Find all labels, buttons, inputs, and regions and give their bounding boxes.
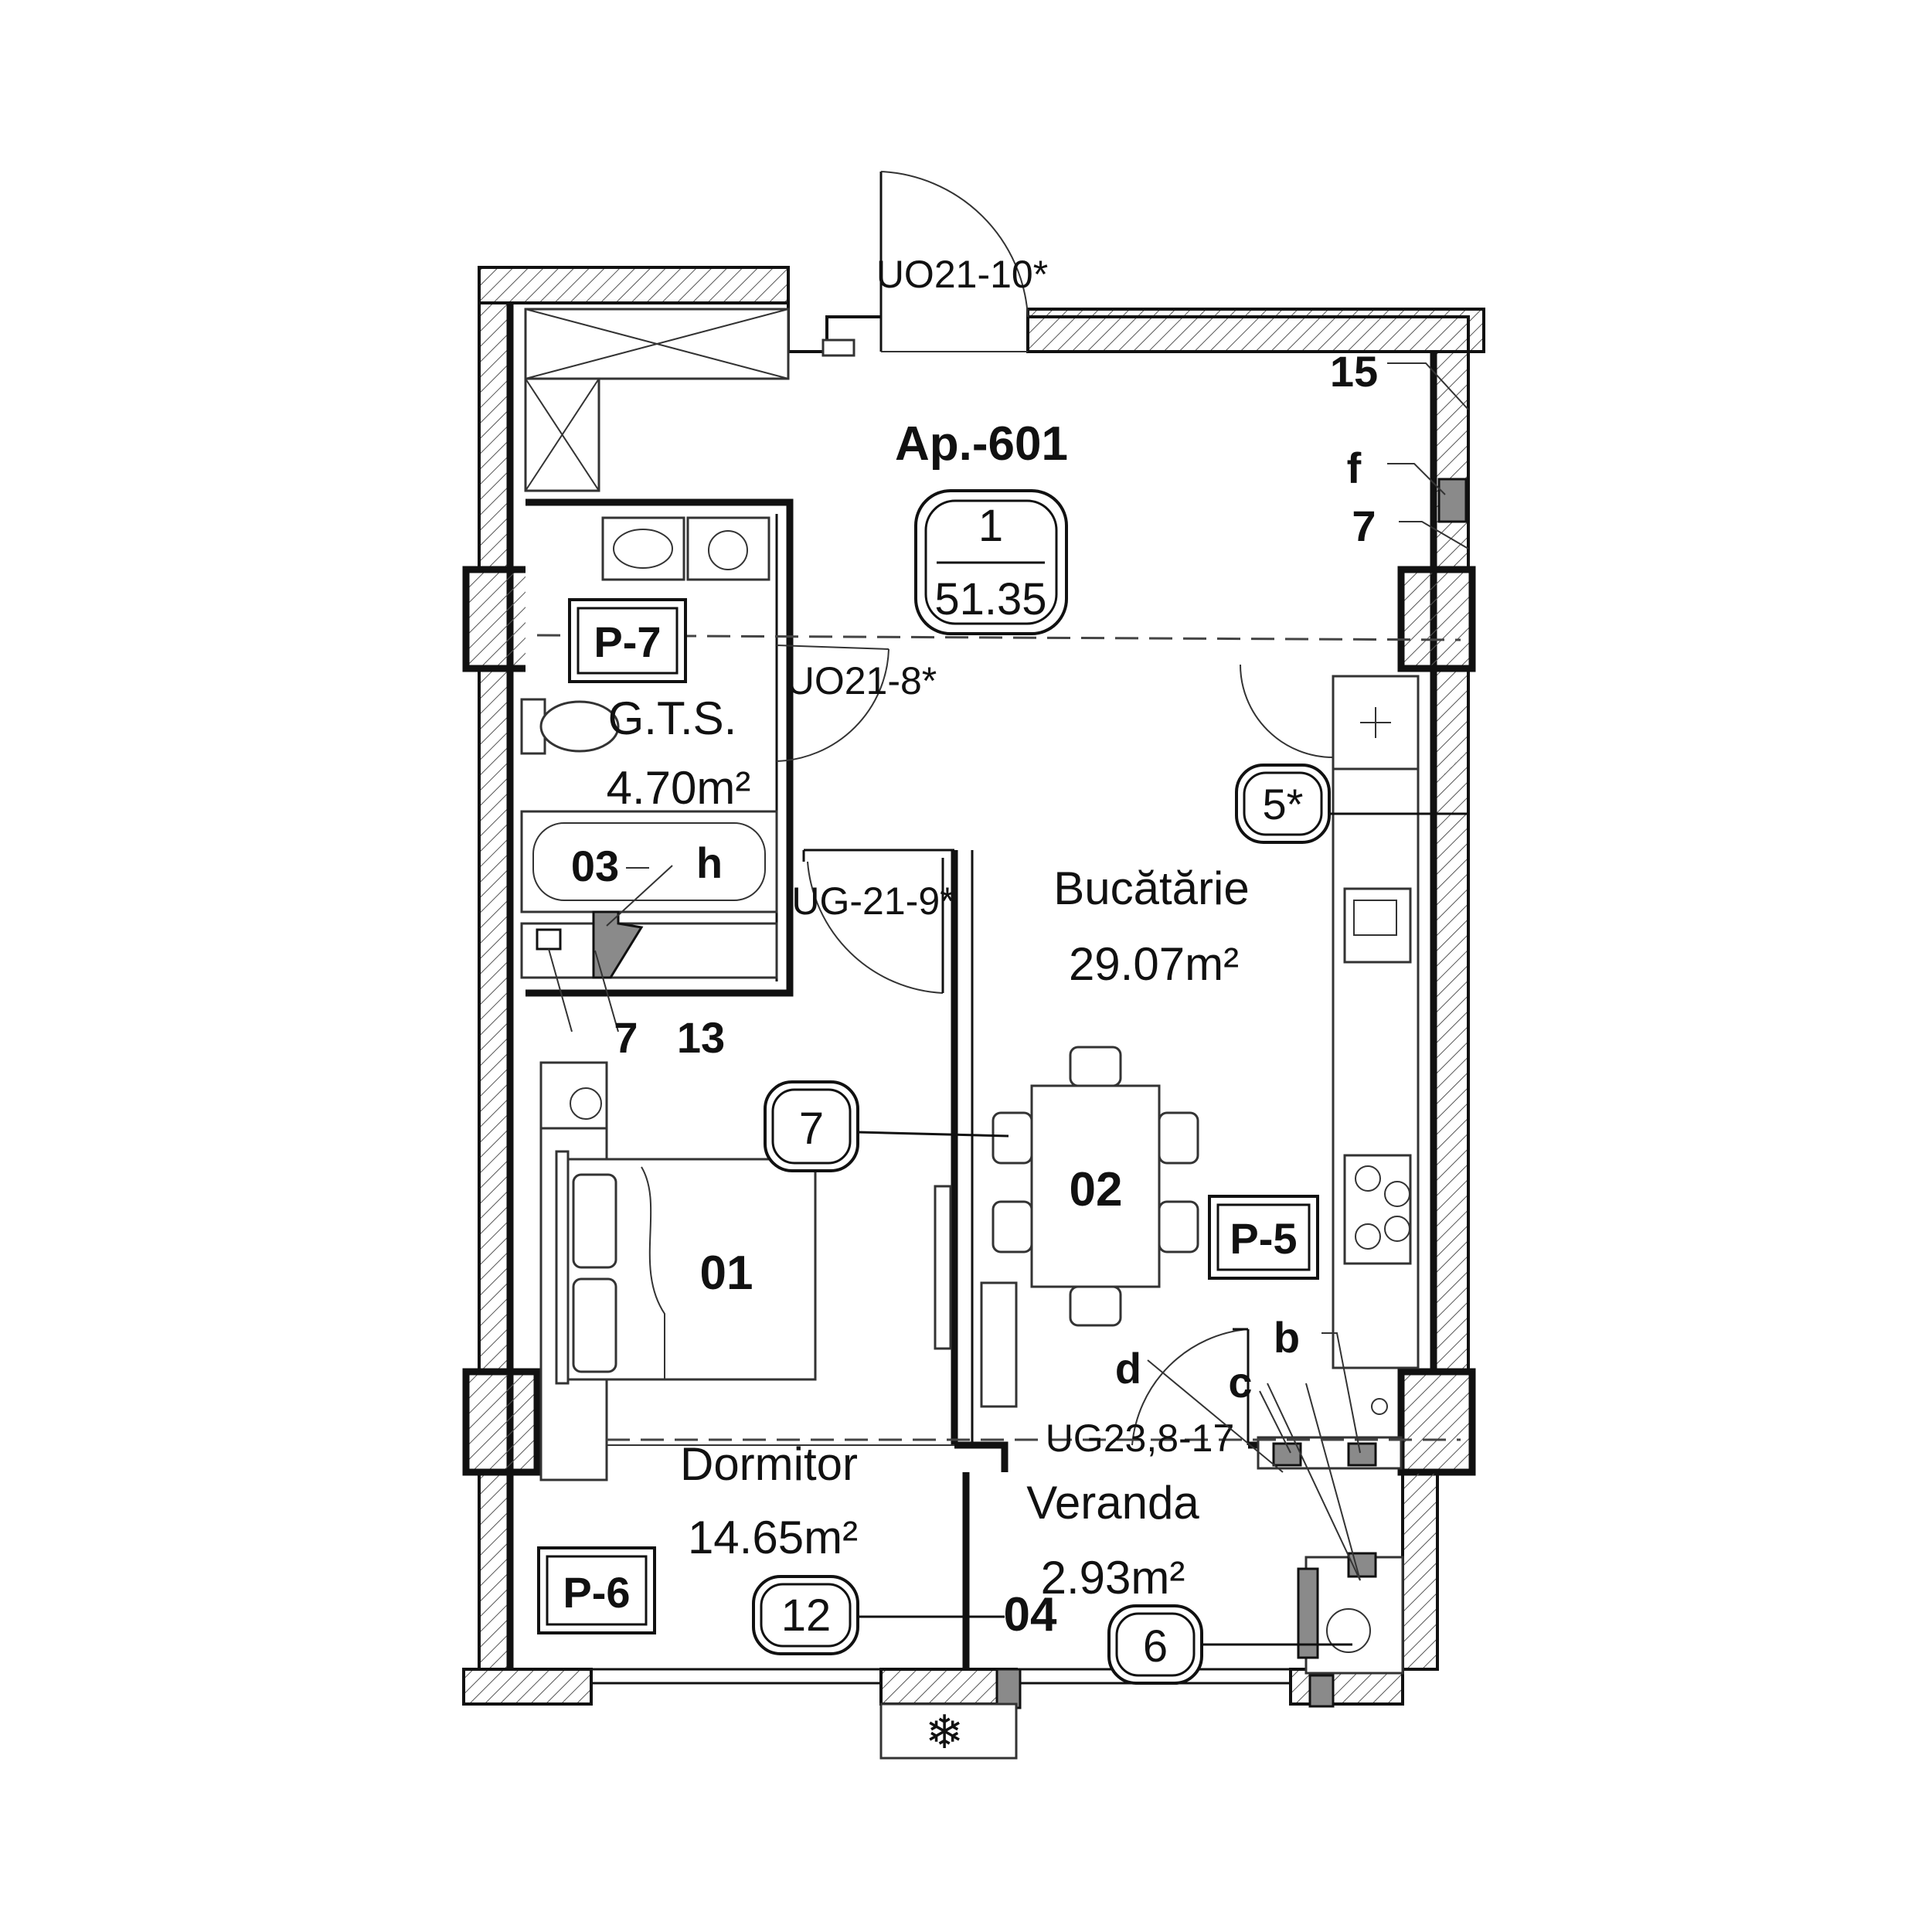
- bath-door: [775, 645, 889, 762]
- kitchen-furniture: [980, 664, 1420, 1446]
- veranda-wall-right: [1401, 1471, 1439, 1671]
- note-13: 13: [677, 1013, 725, 1062]
- note-d: d: [1115, 1344, 1141, 1393]
- room-name-kitchen: Bucătărie: [1053, 862, 1249, 914]
- note-15: 15: [1330, 347, 1378, 396]
- sink-icon: [601, 516, 685, 581]
- callout-6: 6: [1107, 1604, 1352, 1685]
- column-left-bottom: [462, 1368, 541, 1476]
- room-area-veranda: 2.93m²: [1041, 1552, 1185, 1604]
- tag-box-bedroom: [537, 1546, 656, 1634]
- room-name-veranda: Veranda: [1026, 1477, 1199, 1529]
- note-c: c: [1228, 1358, 1252, 1406]
- bath-cabinet: [520, 922, 778, 979]
- cooktop-icon: [1343, 1154, 1412, 1265]
- note-7-top: 7: [1352, 502, 1376, 550]
- room-code-bedroom: 01: [700, 1247, 753, 1300]
- door-code-entrance: UO21-10*: [876, 253, 1048, 296]
- apartment-tag: Ap.-601 1 51.35: [895, 417, 1068, 635]
- room-area-kitchen: 29.07m²: [1069, 938, 1239, 990]
- right-wall-top: [1432, 350, 1470, 570]
- left-wall-top: [478, 301, 512, 571]
- room-area-bathroom: 4.70m²: [607, 762, 751, 814]
- left-wall-bottom: [478, 1471, 512, 1671]
- wardrobe: [524, 308, 790, 492]
- apartment-name: Ap.-601: [895, 417, 1068, 471]
- callout-12: 12: [752, 1575, 1005, 1655]
- apartment-number: 1: [978, 501, 1003, 551]
- bedroom-furniture: [539, 1061, 954, 1481]
- shaft-top-right: [1437, 478, 1468, 523]
- tag-box-bathroom: [568, 598, 687, 683]
- bottom-wall-left: [462, 1668, 593, 1706]
- right-wall-mid: [1432, 667, 1470, 1373]
- left-wall-mid: [478, 667, 512, 1373]
- callout-6-label: 6: [1143, 1621, 1168, 1672]
- tv-unit: [934, 1185, 952, 1350]
- room-code-kitchen: 02: [1070, 1163, 1123, 1216]
- section-line-top: [536, 634, 1461, 641]
- column-right-top: [1397, 566, 1476, 672]
- snowflake-icon: ❄: [925, 1706, 964, 1758]
- callout-7: 7: [764, 1080, 1009, 1172]
- tag-bathroom: P-7: [594, 617, 661, 666]
- bottom-wall-right: [1289, 1668, 1404, 1706]
- room-name-bedroom: Dormitor: [680, 1438, 858, 1490]
- door-code-balcony: UG23,8-17: [1046, 1417, 1235, 1460]
- exterior-walls: [462, 266, 1485, 1709]
- bathroom-fixtures: [520, 516, 778, 1032]
- ac-outdoor-unit: [879, 1702, 1018, 1760]
- note-7-bath: 7: [614, 1013, 638, 1062]
- entrance-door: [821, 171, 1029, 357]
- shafts: [1257, 478, 1468, 1675]
- callout-12-label: 12: [781, 1590, 832, 1641]
- note-b: b: [1274, 1313, 1300, 1362]
- room-code-veranda: 04: [1004, 1588, 1057, 1641]
- tag-box-kitchen: [1208, 1195, 1319, 1280]
- top-wall-left: [478, 266, 790, 304]
- tag-kitchen: P-5: [1230, 1214, 1297, 1263]
- washing-machine-icon: [686, 516, 770, 581]
- tag-bedroom: P-6: [563, 1568, 630, 1617]
- note-h: h: [696, 838, 723, 887]
- toilet-icon: [539, 700, 620, 753]
- note-f: f: [1347, 444, 1362, 492]
- door-code-bath: UO21-8*: [787, 659, 937, 702]
- door-code-bedroom: UG-21-9*: [791, 879, 954, 923]
- column-right-bottom: [1397, 1368, 1476, 1476]
- bedroom-door: [802, 850, 944, 994]
- radiator-icon: [980, 1281, 1018, 1408]
- plant-icon: [570, 1087, 602, 1120]
- room-name-bathroom: G.T.S.: [608, 692, 737, 744]
- ac-unit: ❄: [879, 1702, 1018, 1760]
- apartment-total-area: 51.35: [934, 574, 1046, 624]
- callout-7-label: 7: [799, 1104, 824, 1154]
- bathtub-icon: [520, 810, 778, 913]
- room-code-bathroom: 03: [571, 842, 619, 890]
- room-area-bedroom: 14.65m²: [688, 1512, 858, 1563]
- callout-5-label: 5*: [1263, 780, 1304, 828]
- callout-5: 5*: [1235, 764, 1468, 844]
